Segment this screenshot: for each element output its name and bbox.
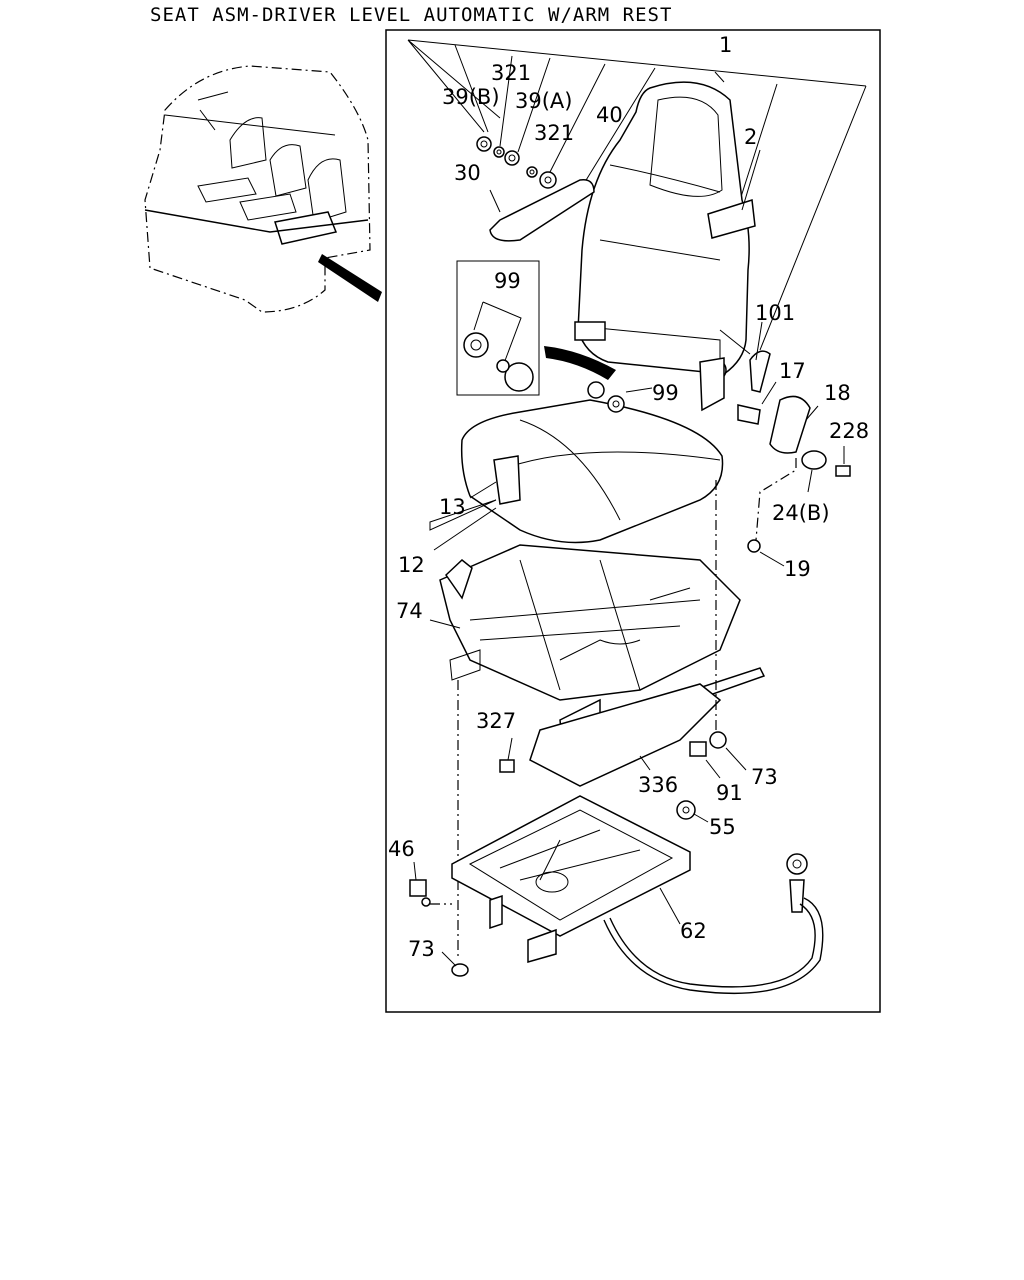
callout-99-inset: 99 xyxy=(494,269,521,293)
callout-62: 62 xyxy=(680,919,707,943)
callout-17: 17 xyxy=(779,359,806,383)
callout-336: 336 xyxy=(638,773,678,797)
callout-46: 46 xyxy=(388,837,415,861)
callout-91: 91 xyxy=(716,781,743,805)
detail-pointer-arrow xyxy=(544,346,616,380)
fasteners-top xyxy=(476,136,557,189)
callout-12: 12 xyxy=(398,553,425,577)
callout-73-lower: 73 xyxy=(408,937,435,961)
callout-19: 19 xyxy=(784,557,811,581)
callout-73-upper: 73 xyxy=(751,765,778,789)
callout-13: 13 xyxy=(439,495,466,519)
callout-39a: 39(A) xyxy=(515,89,572,113)
callout-321-lower: 321 xyxy=(534,121,574,145)
diagram-frame xyxy=(385,29,881,1013)
seat-back xyxy=(574,81,756,375)
bolts-lower xyxy=(499,731,727,820)
callout-2: 2 xyxy=(744,125,757,149)
callout-321-upper: 321 xyxy=(491,61,531,85)
seat-mechanism xyxy=(439,480,766,960)
armrest xyxy=(489,179,595,242)
page-title: SEAT ASM-DRIVER LEVEL AUTOMATIC W/ARM RE… xyxy=(150,4,673,26)
callout-228: 228 xyxy=(829,419,869,443)
recliner-parts xyxy=(699,329,851,553)
callout-74: 74 xyxy=(396,599,423,623)
bolts-bottom-left xyxy=(409,879,469,977)
callout-39b: 39(B) xyxy=(442,85,500,109)
cable-harness xyxy=(603,853,824,995)
inset-detail-99 xyxy=(456,260,540,396)
callout-99: 99 xyxy=(652,381,679,405)
callout-24b: 24(B) xyxy=(772,501,830,525)
callout-40: 40 xyxy=(596,103,623,127)
callout-327: 327 xyxy=(476,709,516,733)
callout-55: 55 xyxy=(709,815,736,839)
callout-1: 1 xyxy=(719,33,732,57)
callout-18: 18 xyxy=(824,381,851,405)
vehicle-cab-thumbnail xyxy=(144,65,382,313)
callout-30: 30 xyxy=(454,161,481,185)
seat-base xyxy=(451,795,691,963)
callout-101: 101 xyxy=(755,301,795,325)
seat-cushion xyxy=(429,381,724,544)
leader-lines xyxy=(413,149,845,967)
